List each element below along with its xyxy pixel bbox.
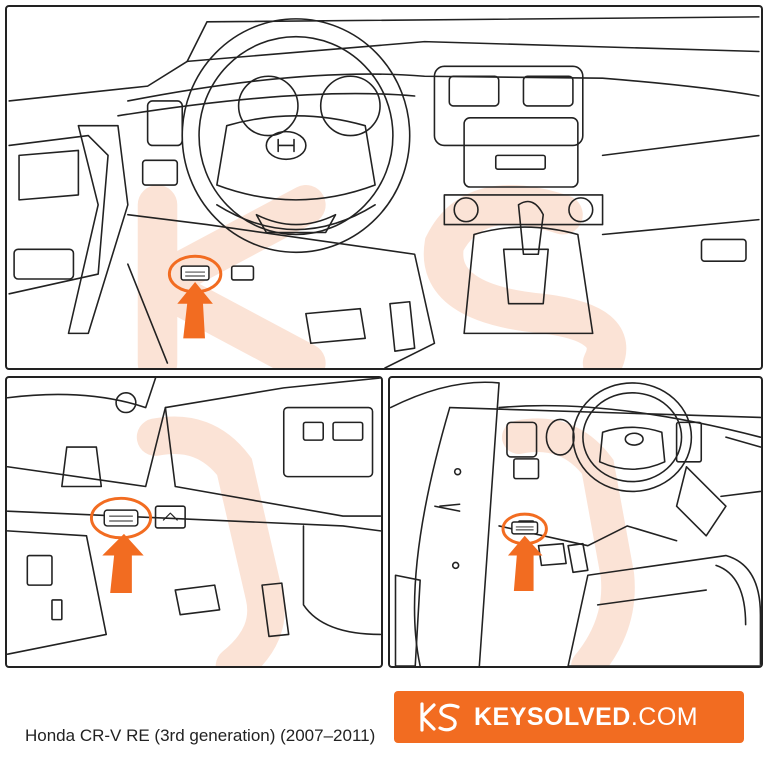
closeup-illustration: [7, 378, 381, 666]
obd-port-icon: [511, 521, 539, 535]
up-arrow-icon: [102, 533, 144, 594]
vehicle-caption: Honda CR-V RE (3rd generation) (2007–201…: [25, 726, 376, 745]
obd-port-icon: [103, 509, 139, 527]
port-closeup-panel: [5, 376, 383, 668]
up-arrow-icon: [177, 281, 213, 339]
dashboard-overview-panel: [5, 5, 763, 370]
watermark-logo-icon: [136, 416, 285, 666]
door-view-illustration: [390, 381, 761, 666]
door-view-panel: [388, 376, 763, 668]
brand-name: KEYSOLVED.COM: [474, 703, 698, 732]
brand-name-strong: KEYSOLVED: [474, 702, 631, 731]
dashboard-illustration: [8, 16, 760, 368]
brand-banner[interactable]: KEYSOLVED.COM: [394, 691, 744, 743]
brand-name-domain: .COM: [630, 702, 699, 731]
ks-logo-icon: [420, 702, 460, 732]
watermark-logo-icon: [502, 418, 635, 666]
obd-port-icon: [180, 265, 210, 281]
watermark-logo-icon: [137, 185, 627, 368]
up-arrow-icon: [507, 535, 543, 592]
